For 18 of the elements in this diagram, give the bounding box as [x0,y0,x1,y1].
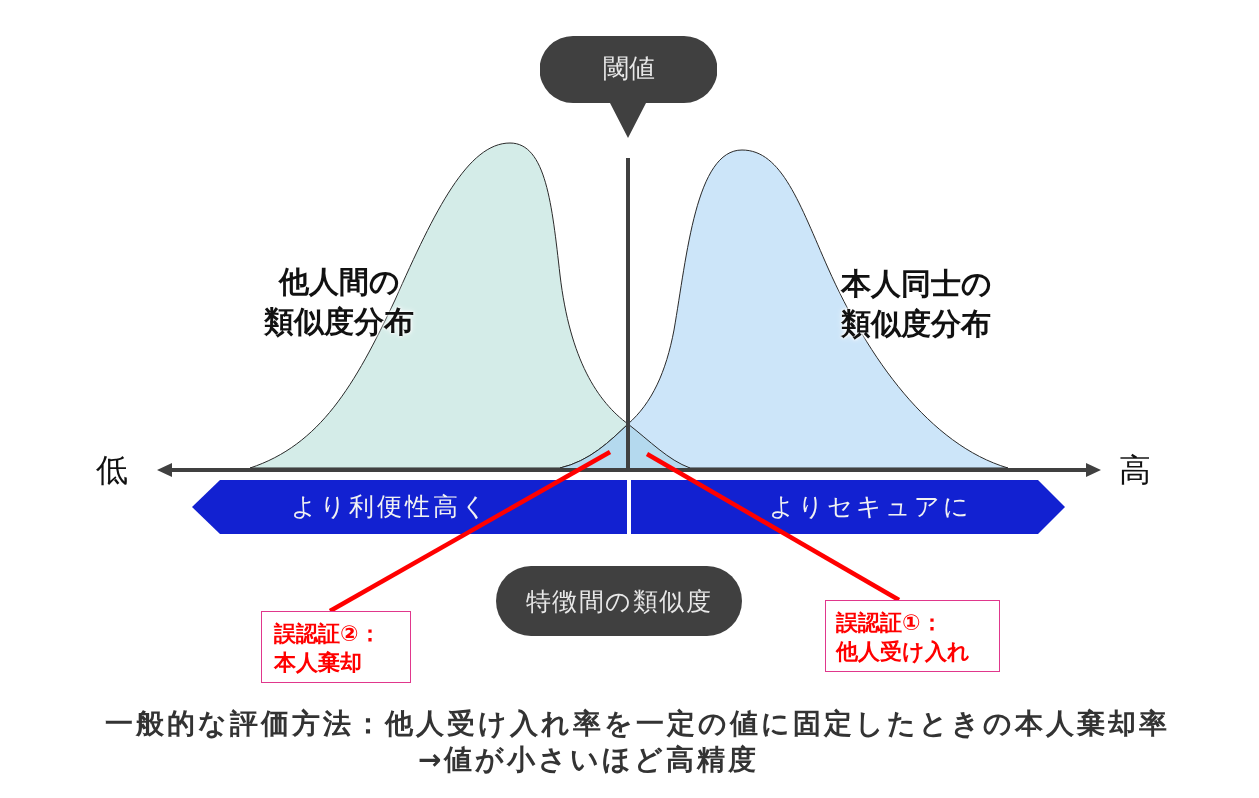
band-label: より利便性高く [290,492,490,522]
footnote: →値が小さいほど高精度 [418,743,760,777]
axis-end-label: 低 [96,450,128,490]
note-box [261,611,411,683]
bubble-label: 閾値 [602,53,655,85]
curve-label: 他人間の類似度分布 [264,263,414,341]
footnote: 一般的な評価方法：他人受け入れ率を一定の値に固定したときの本人棄却率 [104,707,1170,741]
leader-line [328,450,612,613]
note-text: 他人受け入れ [836,638,970,666]
leader-line [645,452,901,602]
title-pill: 特徴間の類似度 [496,566,742,636]
axis-end-label: 高 [1119,450,1151,490]
curve-label: 本人同士の類似度分布 [840,265,992,343]
band-label: よりセキュアに [768,492,972,522]
note-heading: 誤認証①： [836,609,943,637]
note-text: 本人棄却 [274,649,362,677]
note-heading: 誤認証②： [274,620,381,648]
note-box [825,600,1000,672]
